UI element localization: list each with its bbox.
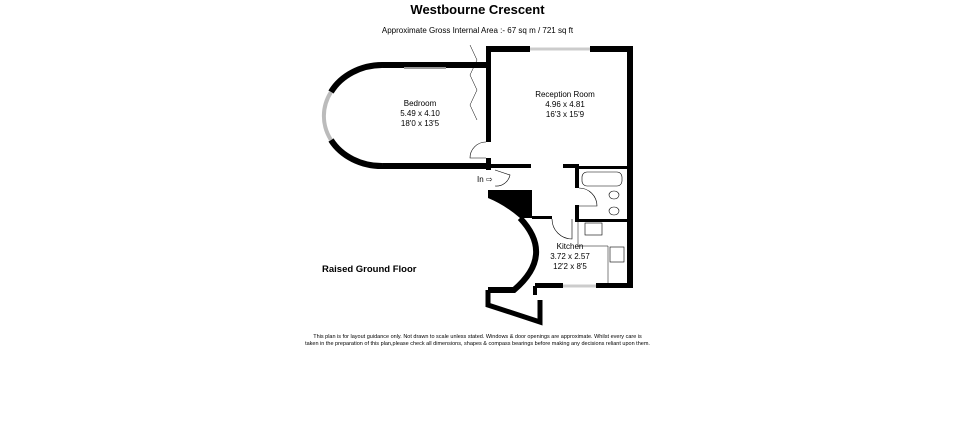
floor-label: Raised Ground Floor xyxy=(322,264,417,275)
disclaimer-line: taken in the preparation of this plan,pl… xyxy=(305,341,650,347)
wall xyxy=(575,205,579,220)
door xyxy=(494,169,511,187)
wall xyxy=(535,283,563,288)
disclaimer: This plan is for layout guidance only. N… xyxy=(0,334,955,348)
door xyxy=(469,141,487,159)
bathtub xyxy=(581,171,623,187)
gross-area: Approximate Gross Internal Area :- 67 sq… xyxy=(381,26,574,35)
room-kitchen: Kitchen 3.72 x 2.57 12'2 x 8'5 xyxy=(530,242,610,272)
wall xyxy=(532,216,552,219)
wall xyxy=(486,46,491,142)
wall xyxy=(328,138,384,170)
room-metric: 5.49 x 4.10 xyxy=(400,109,440,118)
toilet xyxy=(608,190,620,200)
room-name: Bedroom xyxy=(403,99,437,108)
disclaimer-line: This plan is for layout guidance only. N… xyxy=(313,334,642,340)
plan-title: Westbourne Crescent xyxy=(410,2,545,17)
entrance-label: In ⇨ xyxy=(477,175,493,184)
wall xyxy=(596,283,633,288)
wall xyxy=(486,46,530,52)
wall xyxy=(575,219,629,222)
room-name: Reception Room xyxy=(535,90,595,99)
wall xyxy=(485,290,543,326)
wall xyxy=(491,164,531,168)
wall xyxy=(486,158,491,170)
wall xyxy=(488,190,532,218)
wall xyxy=(383,163,488,169)
room-name: Kitchen xyxy=(556,242,584,251)
wardrobe-doors xyxy=(469,44,478,121)
wall xyxy=(383,62,488,68)
door xyxy=(578,187,598,207)
wall xyxy=(488,215,539,293)
wall xyxy=(590,46,633,52)
room-bedroom: Bedroom 5.49 x 4.10 18'0 x 13'5 xyxy=(380,99,460,129)
window xyxy=(321,90,333,142)
hob xyxy=(584,222,603,236)
wall xyxy=(575,164,579,188)
worktop xyxy=(577,222,609,283)
wall xyxy=(328,61,384,94)
entrance-arrow-icon: ⇨ xyxy=(485,175,493,184)
room-imperial: 12'2 x 8'5 xyxy=(553,262,587,271)
wall xyxy=(627,46,633,288)
wall xyxy=(563,164,579,168)
kitchen-sink xyxy=(609,246,625,263)
room-metric: 4.96 x 4.81 xyxy=(545,100,585,109)
door xyxy=(551,218,573,240)
room-imperial: 16'3 x 15'9 xyxy=(545,110,585,119)
wall xyxy=(579,166,629,169)
room-imperial: 18'0 x 13'5 xyxy=(400,119,440,128)
room-reception: Reception Room 4.96 x 4.81 16'3 x 15'9 xyxy=(520,90,610,120)
room-metric: 3.72 x 2.57 xyxy=(550,252,590,261)
sink xyxy=(608,206,620,216)
